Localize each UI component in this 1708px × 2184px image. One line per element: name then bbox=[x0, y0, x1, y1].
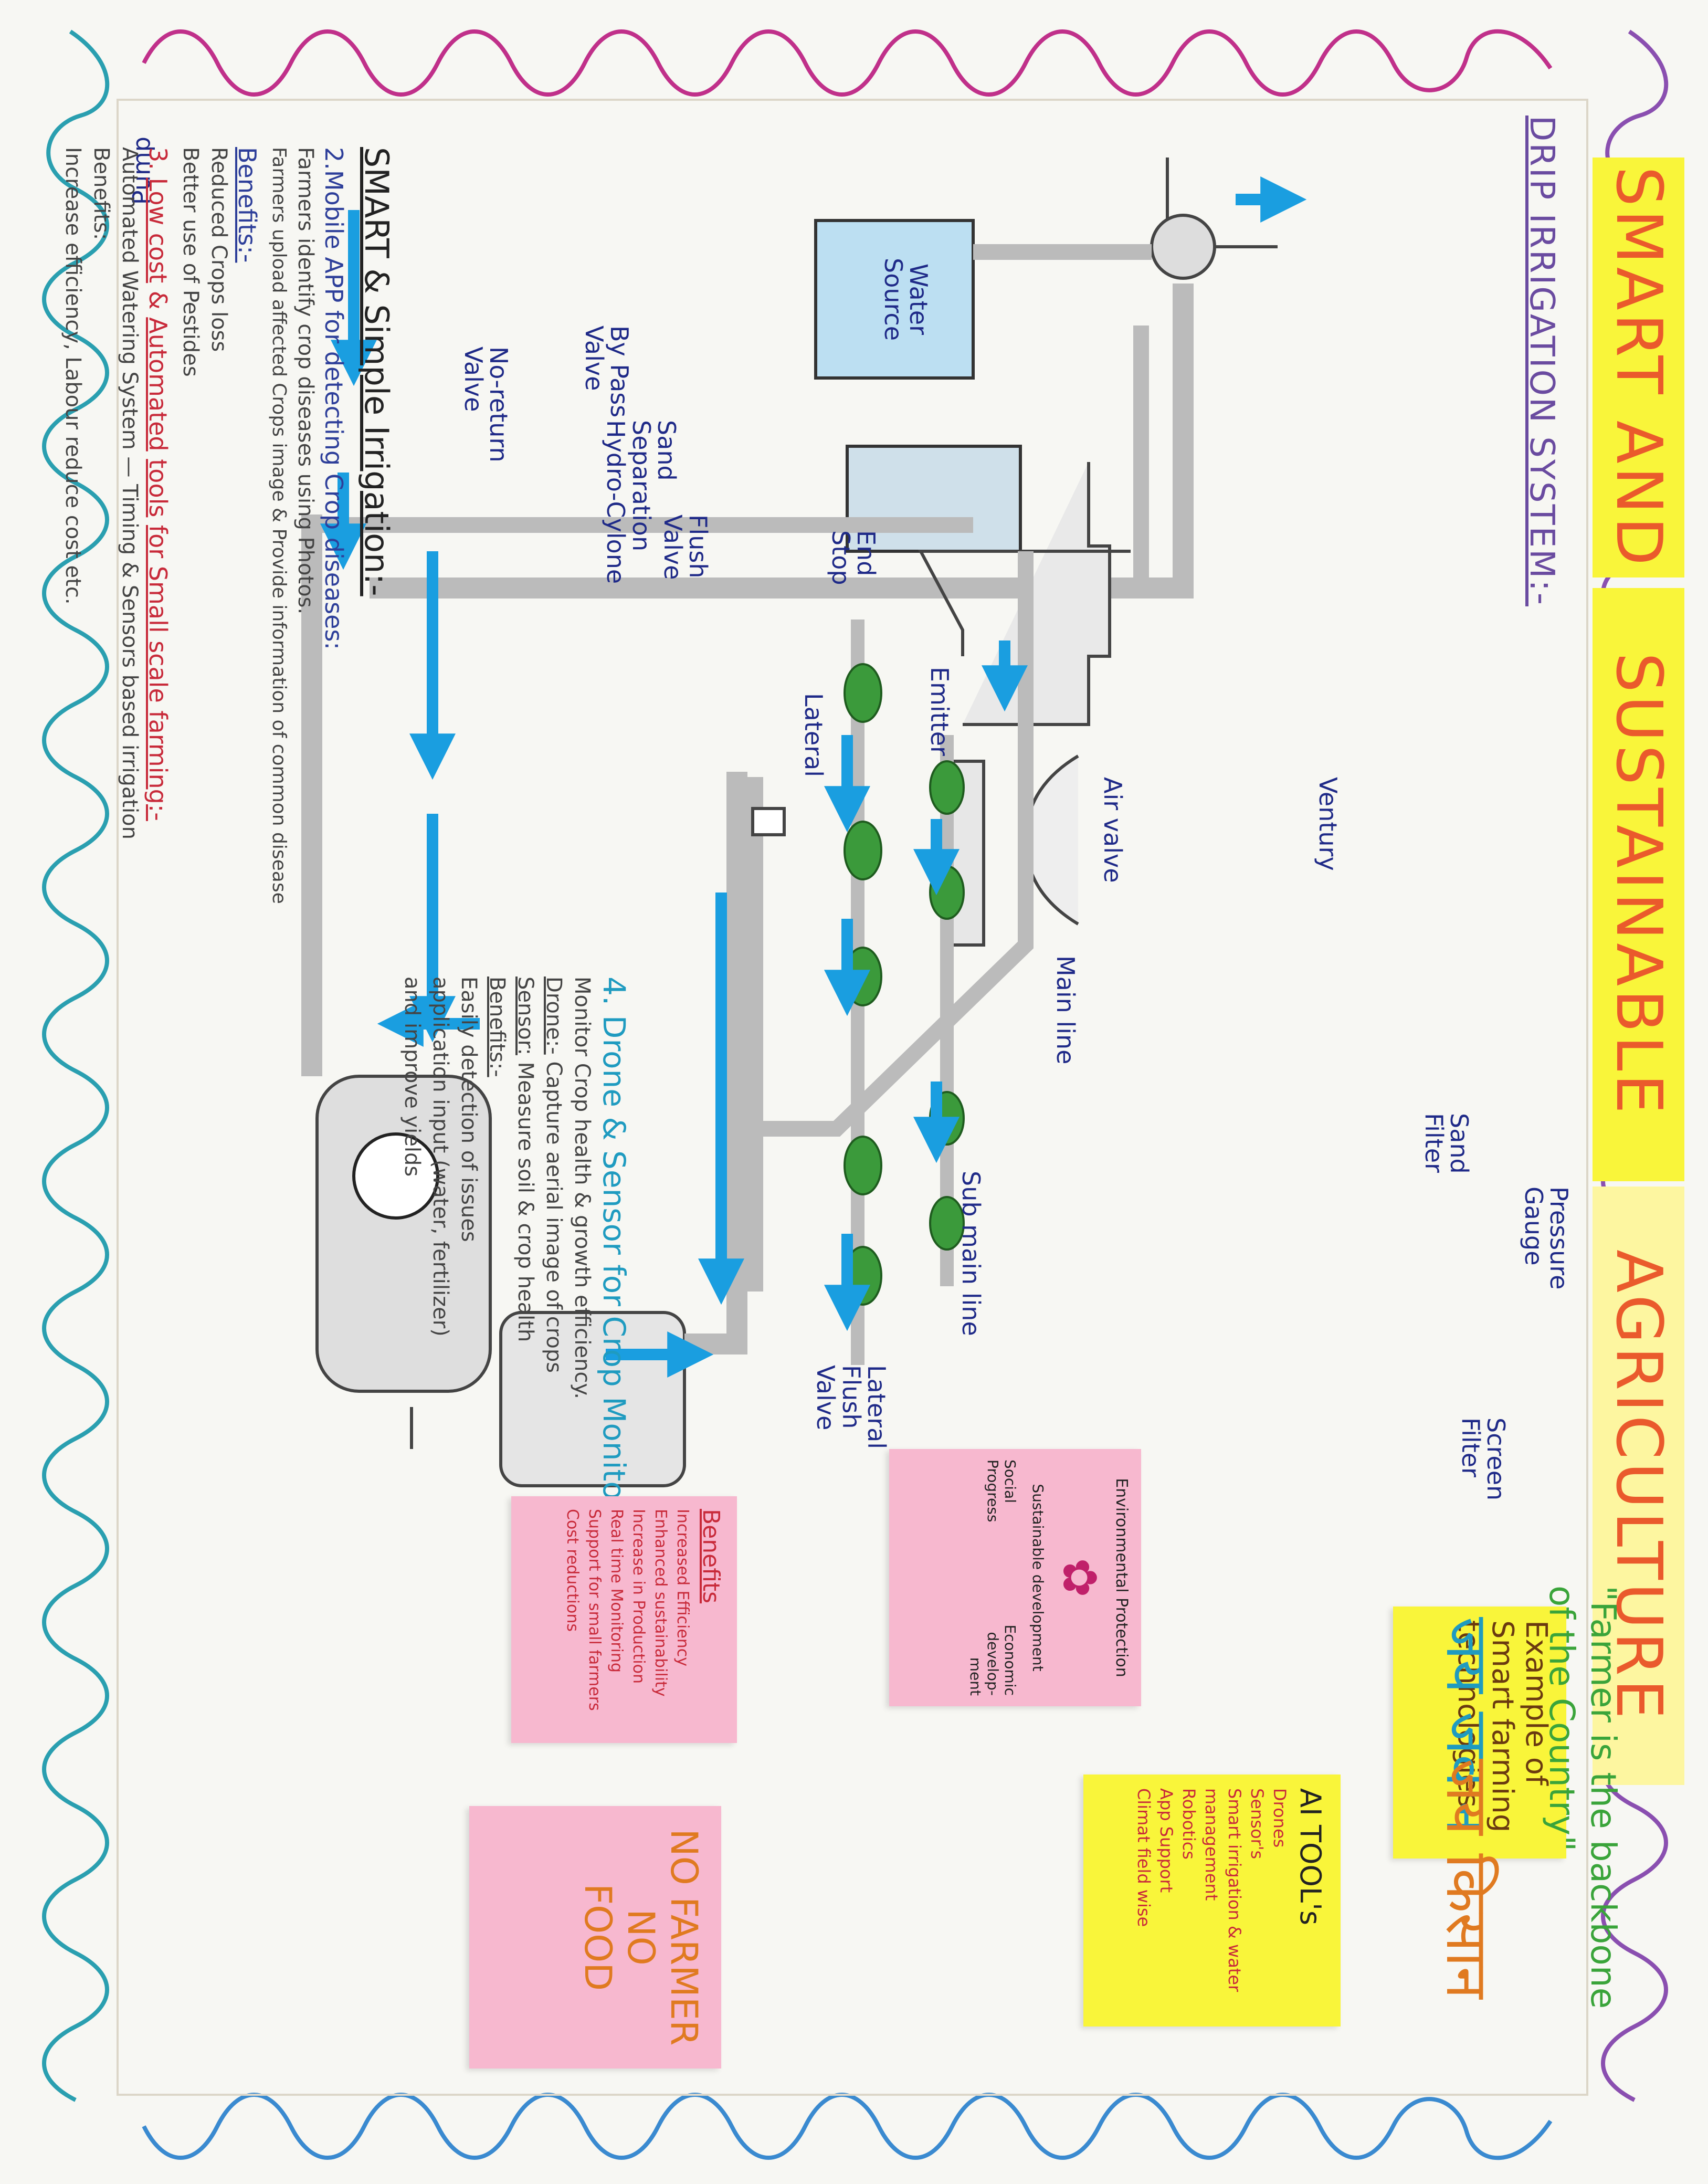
benefits-label: Benefits:- bbox=[233, 147, 262, 263]
flower-icon: ✿ bbox=[1052, 1558, 1107, 1598]
inner-frame bbox=[117, 99, 1588, 2096]
drone-heading: 4. Drone & Sensor for Crop Monitoring bbox=[596, 976, 632, 1560]
drone-benefit-line-1: Easily detection of issues bbox=[457, 976, 481, 1242]
sustain-top: Environmental Protection bbox=[1112, 1478, 1131, 1677]
drone-benefits-label: Benefits:- bbox=[485, 976, 509, 1077]
drone-benefit-line-2: application input (water, fertilizer) bbox=[428, 976, 452, 1337]
list-item: Increase in Production bbox=[629, 1509, 648, 1684]
list-item: Enhanced sustainability bbox=[651, 1509, 670, 1697]
drone-text: Capture aerial image of crops bbox=[542, 1061, 566, 1373]
low-cost-title: 3. Low cost & Automated tools for Small … bbox=[144, 147, 172, 1118]
label-water-source: Water Source bbox=[879, 258, 933, 341]
label-venturi: Ventury bbox=[1314, 777, 1342, 871]
label-emitter: Emitter bbox=[925, 667, 954, 756]
low-cost-text-c: Automated bbox=[144, 317, 173, 452]
label-sand-filter: Sand Filter bbox=[1419, 1113, 1473, 1174]
label-flush-valve: Flush Valve bbox=[658, 514, 712, 580]
no-farmer-line-2: NO bbox=[619, 1909, 662, 1966]
smart-irrigation-heading: SMART & Simple Irrigation:- bbox=[357, 147, 396, 596]
drone-benefit-line-3: and improve yields bbox=[400, 976, 424, 1177]
list-item: App Support bbox=[1156, 1788, 1177, 1893]
sustain-center: Sustainable development bbox=[1029, 1484, 1047, 1672]
list-item: Robotics bbox=[1179, 1788, 1199, 1860]
benefit-2: Better use of Pestides bbox=[178, 147, 203, 377]
label-screen-filter: Screen Filter bbox=[1456, 1418, 1510, 1501]
no-farmer-line-3: FOOD bbox=[576, 1883, 619, 1991]
low-cost-text-d: tools bbox=[144, 459, 173, 518]
label-main-line: Main line bbox=[1051, 956, 1080, 1065]
sensor-text: Measure soil & crop health bbox=[513, 1062, 537, 1342]
sticky-ai-tools: AI TOOL's Drones Sensor's Smart irrigati… bbox=[1083, 1774, 1341, 2026]
low-cost-prefix: 3. bbox=[144, 147, 173, 170]
no-farmer-line-1: NO FARMER bbox=[662, 1829, 705, 2046]
low-cost-benefits: Increase efficiency, Labour reduce cost … bbox=[61, 147, 86, 605]
label-nonreturn-valve: No-return Valve bbox=[459, 346, 513, 463]
list-item: Cost reductions bbox=[563, 1509, 582, 1632]
label-pressure-gauge: Pressure Gauge bbox=[1519, 1186, 1573, 1290]
label-lateral: Lateral bbox=[799, 693, 828, 778]
low-cost-body: Automated Watering System — Timing & Sen… bbox=[118, 147, 142, 839]
mobile-app-bullet-2: Farmers upload affected Crops image & Pr… bbox=[268, 147, 290, 904]
list-item: Increased Efficiency bbox=[673, 1509, 692, 1667]
list-item: Climat field wise bbox=[1133, 1788, 1154, 1927]
farmer-quote: "Farmer is the backbone of the Country" bbox=[1541, 1586, 1624, 2110]
bottom-swirl-border bbox=[42, 29, 110, 2102]
label-sub-main-line: Sub main line bbox=[957, 1171, 985, 1336]
pump-icon bbox=[1150, 214, 1216, 280]
sensor-label: Sensor: bbox=[513, 976, 537, 1055]
low-cost-text-e: for Small scale farming:- bbox=[144, 524, 173, 821]
water-source-tank bbox=[814, 219, 975, 380]
mobile-app-title: 2.Mobile APP for detecting Crop diseases… bbox=[320, 147, 348, 650]
ai-tools-title: AI TOOL's bbox=[1294, 1788, 1327, 1926]
list-item: Support for small farmers bbox=[585, 1509, 604, 1711]
farmer-quote-line-1: "Farmer is the backbone bbox=[1583, 1586, 1623, 2009]
plant-icon bbox=[844, 1136, 882, 1195]
plant-icon bbox=[844, 821, 882, 880]
list-item: Drones bbox=[1270, 1788, 1290, 1848]
left-swirl-border bbox=[142, 29, 1553, 97]
drone-line-1: Monitor Crop health & growth efficiency. bbox=[570, 976, 594, 1399]
plant-icon bbox=[929, 1196, 965, 1251]
label-lateral-flush-valve: Lateral Flush Valve bbox=[811, 1365, 891, 1450]
sticky-sustainable: Environmental Protection ✿ Sustainable d… bbox=[889, 1449, 1141, 1706]
sustain-left: Social Progress bbox=[984, 1460, 1019, 1522]
mobile-app-bullet-1: Farmers identify crop diseases using Pho… bbox=[293, 147, 318, 615]
low-cost-text-b: & bbox=[144, 290, 173, 318]
benefit-1: Reduced Crops loss bbox=[207, 147, 231, 352]
air-valve-icon bbox=[751, 807, 786, 836]
list-item: Smart irrigation & water management bbox=[1201, 1788, 1245, 1992]
sticky-benefits: Benefits Increased Efficiency Enhanced s… bbox=[511, 1496, 737, 1743]
sticky-benefits-list: Increased Efficiency Enhanced sustainabi… bbox=[561, 1509, 693, 1730]
label-air-valve: Air valve bbox=[1099, 777, 1127, 883]
low-cost-text-a: Low cost bbox=[144, 177, 173, 284]
smart-irrigation-section: SMART & Simple Irrigation:- 2.Mobile APP… bbox=[61, 147, 396, 1118]
slogan-hindi-2: जय किसान bbox=[1433, 1759, 1501, 1999]
ai-tools-list: Drones Sensor's Smart irrigation & water… bbox=[1132, 1788, 1291, 2013]
drone-label: Drone:- bbox=[542, 976, 566, 1055]
drone-section: 4. Drone & Sensor for Crop Monitoring Mo… bbox=[400, 976, 632, 1580]
list-item: Real time Monitoring bbox=[607, 1509, 626, 1673]
low-cost-benefits-label: Benefits: bbox=[89, 147, 114, 240]
plant-icon bbox=[844, 663, 882, 723]
sticky-no-farmer: NO FARMER NO FOOD bbox=[469, 1806, 721, 2068]
sustain-right: Economic develop-ment bbox=[967, 1624, 1019, 1696]
plant-icon bbox=[929, 760, 965, 815]
sticky-benefits-title: Benefits bbox=[698, 1509, 724, 1604]
list-item: Sensor's bbox=[1247, 1788, 1267, 1860]
farmer-quote-line-2: of the Country" bbox=[1541, 1586, 1582, 1852]
label-end-stop: End Stop bbox=[826, 530, 880, 585]
